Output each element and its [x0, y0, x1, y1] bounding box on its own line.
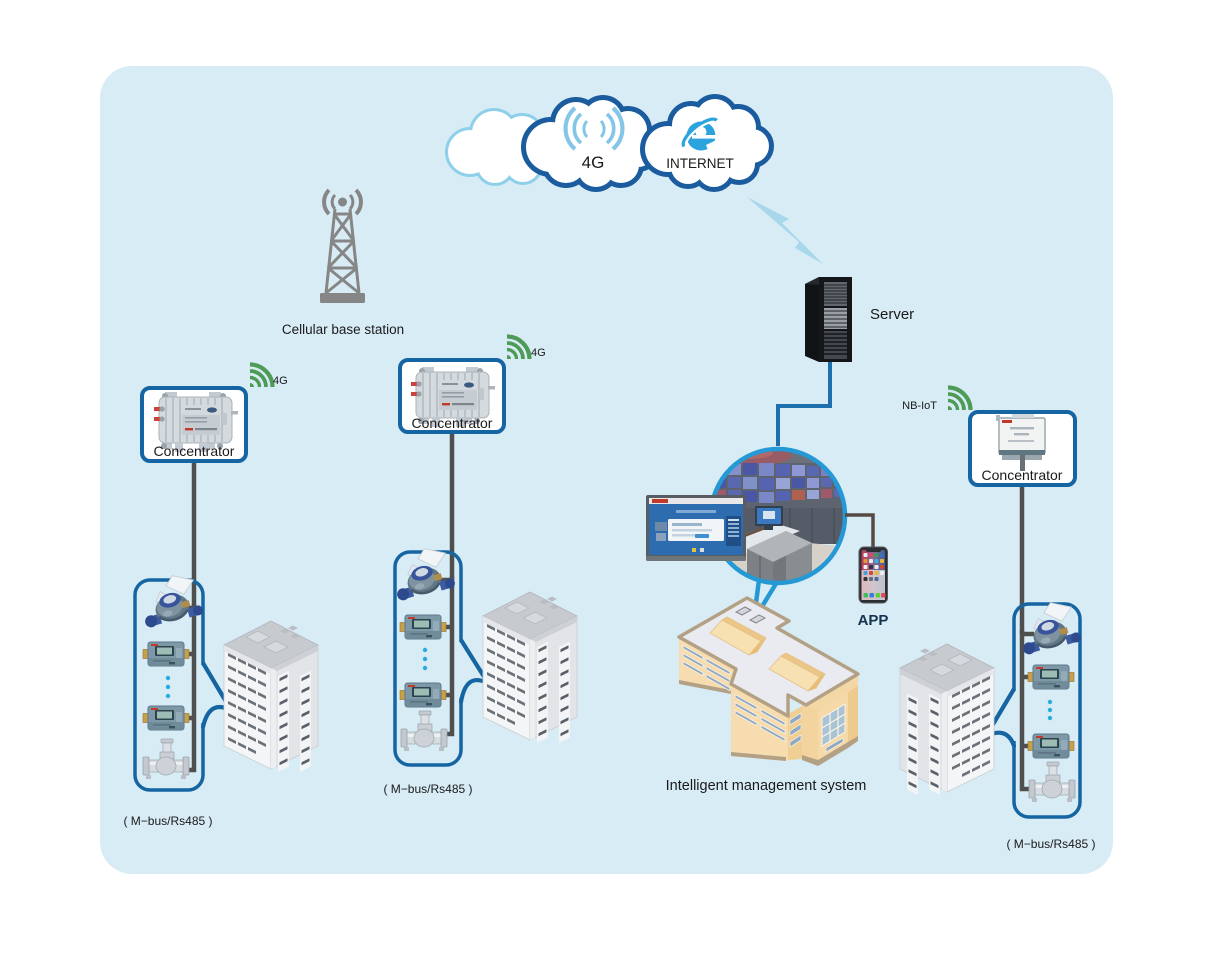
svg-text:( M−bus/Rs485 ): ( M−bus/Rs485 )	[1006, 837, 1095, 851]
svg-text:Server: Server	[870, 306, 914, 323]
svg-text:INTERNET: INTERNET	[666, 156, 734, 171]
svg-text:Concentrator: Concentrator	[412, 415, 493, 431]
svg-text:Cellular base station: Cellular base station	[282, 322, 404, 337]
svg-text:( M−bus/Rs485 ): ( M−bus/Rs485 )	[383, 782, 472, 796]
svg-text:4G: 4G	[531, 347, 546, 359]
svg-text:Concentrator: Concentrator	[154, 443, 235, 459]
svg-text:APP: APP	[858, 612, 889, 629]
svg-text:4G: 4G	[273, 375, 288, 387]
svg-text:NB-IoT: NB-IoT	[902, 400, 937, 412]
svg-text:Concentrator: Concentrator	[982, 467, 1063, 483]
svg-text:( M−bus/Rs485 ): ( M−bus/Rs485 )	[123, 814, 212, 828]
svg-text:Intelligent management system: Intelligent management system	[666, 778, 867, 794]
svg-text:4G: 4G	[582, 153, 605, 172]
